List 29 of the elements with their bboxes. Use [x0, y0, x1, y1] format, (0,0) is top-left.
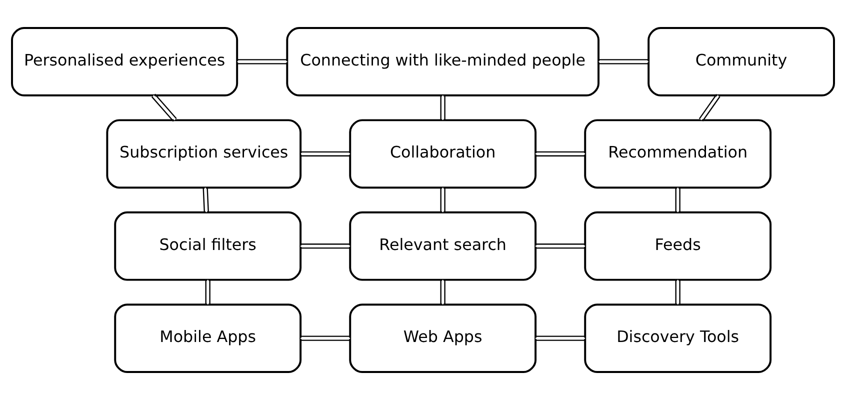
connector — [440, 188, 446, 212]
node-box: Subscription services — [106, 119, 302, 189]
node-box: Community — [648, 26, 835, 96]
connector — [202, 188, 209, 212]
node-box: Social filters — [114, 211, 302, 281]
connector — [675, 188, 680, 212]
node-box: Mobile Apps — [114, 304, 302, 374]
connector — [536, 151, 585, 156]
node-box: Discovery Tools — [584, 304, 772, 374]
connector — [205, 280, 210, 304]
node-box: Personalised experiences — [11, 26, 238, 96]
node-box: Connecting with like-minded people — [286, 26, 600, 96]
connector — [300, 151, 350, 156]
node-box: Web Apps — [349, 304, 537, 374]
connector — [440, 280, 446, 304]
connector — [440, 96, 446, 120]
connector — [698, 94, 720, 122]
connector — [151, 94, 177, 122]
node-box: Recommendation — [584, 119, 772, 189]
connector — [598, 59, 648, 64]
connector — [536, 336, 585, 341]
node-box: Collaboration — [349, 119, 537, 189]
node-box: Feeds — [584, 211, 772, 281]
node-box: Relevant search — [349, 211, 537, 281]
connector — [237, 59, 288, 64]
connector — [536, 244, 585, 249]
connector — [300, 244, 350, 249]
connector — [300, 336, 350, 341]
connector — [675, 280, 680, 304]
